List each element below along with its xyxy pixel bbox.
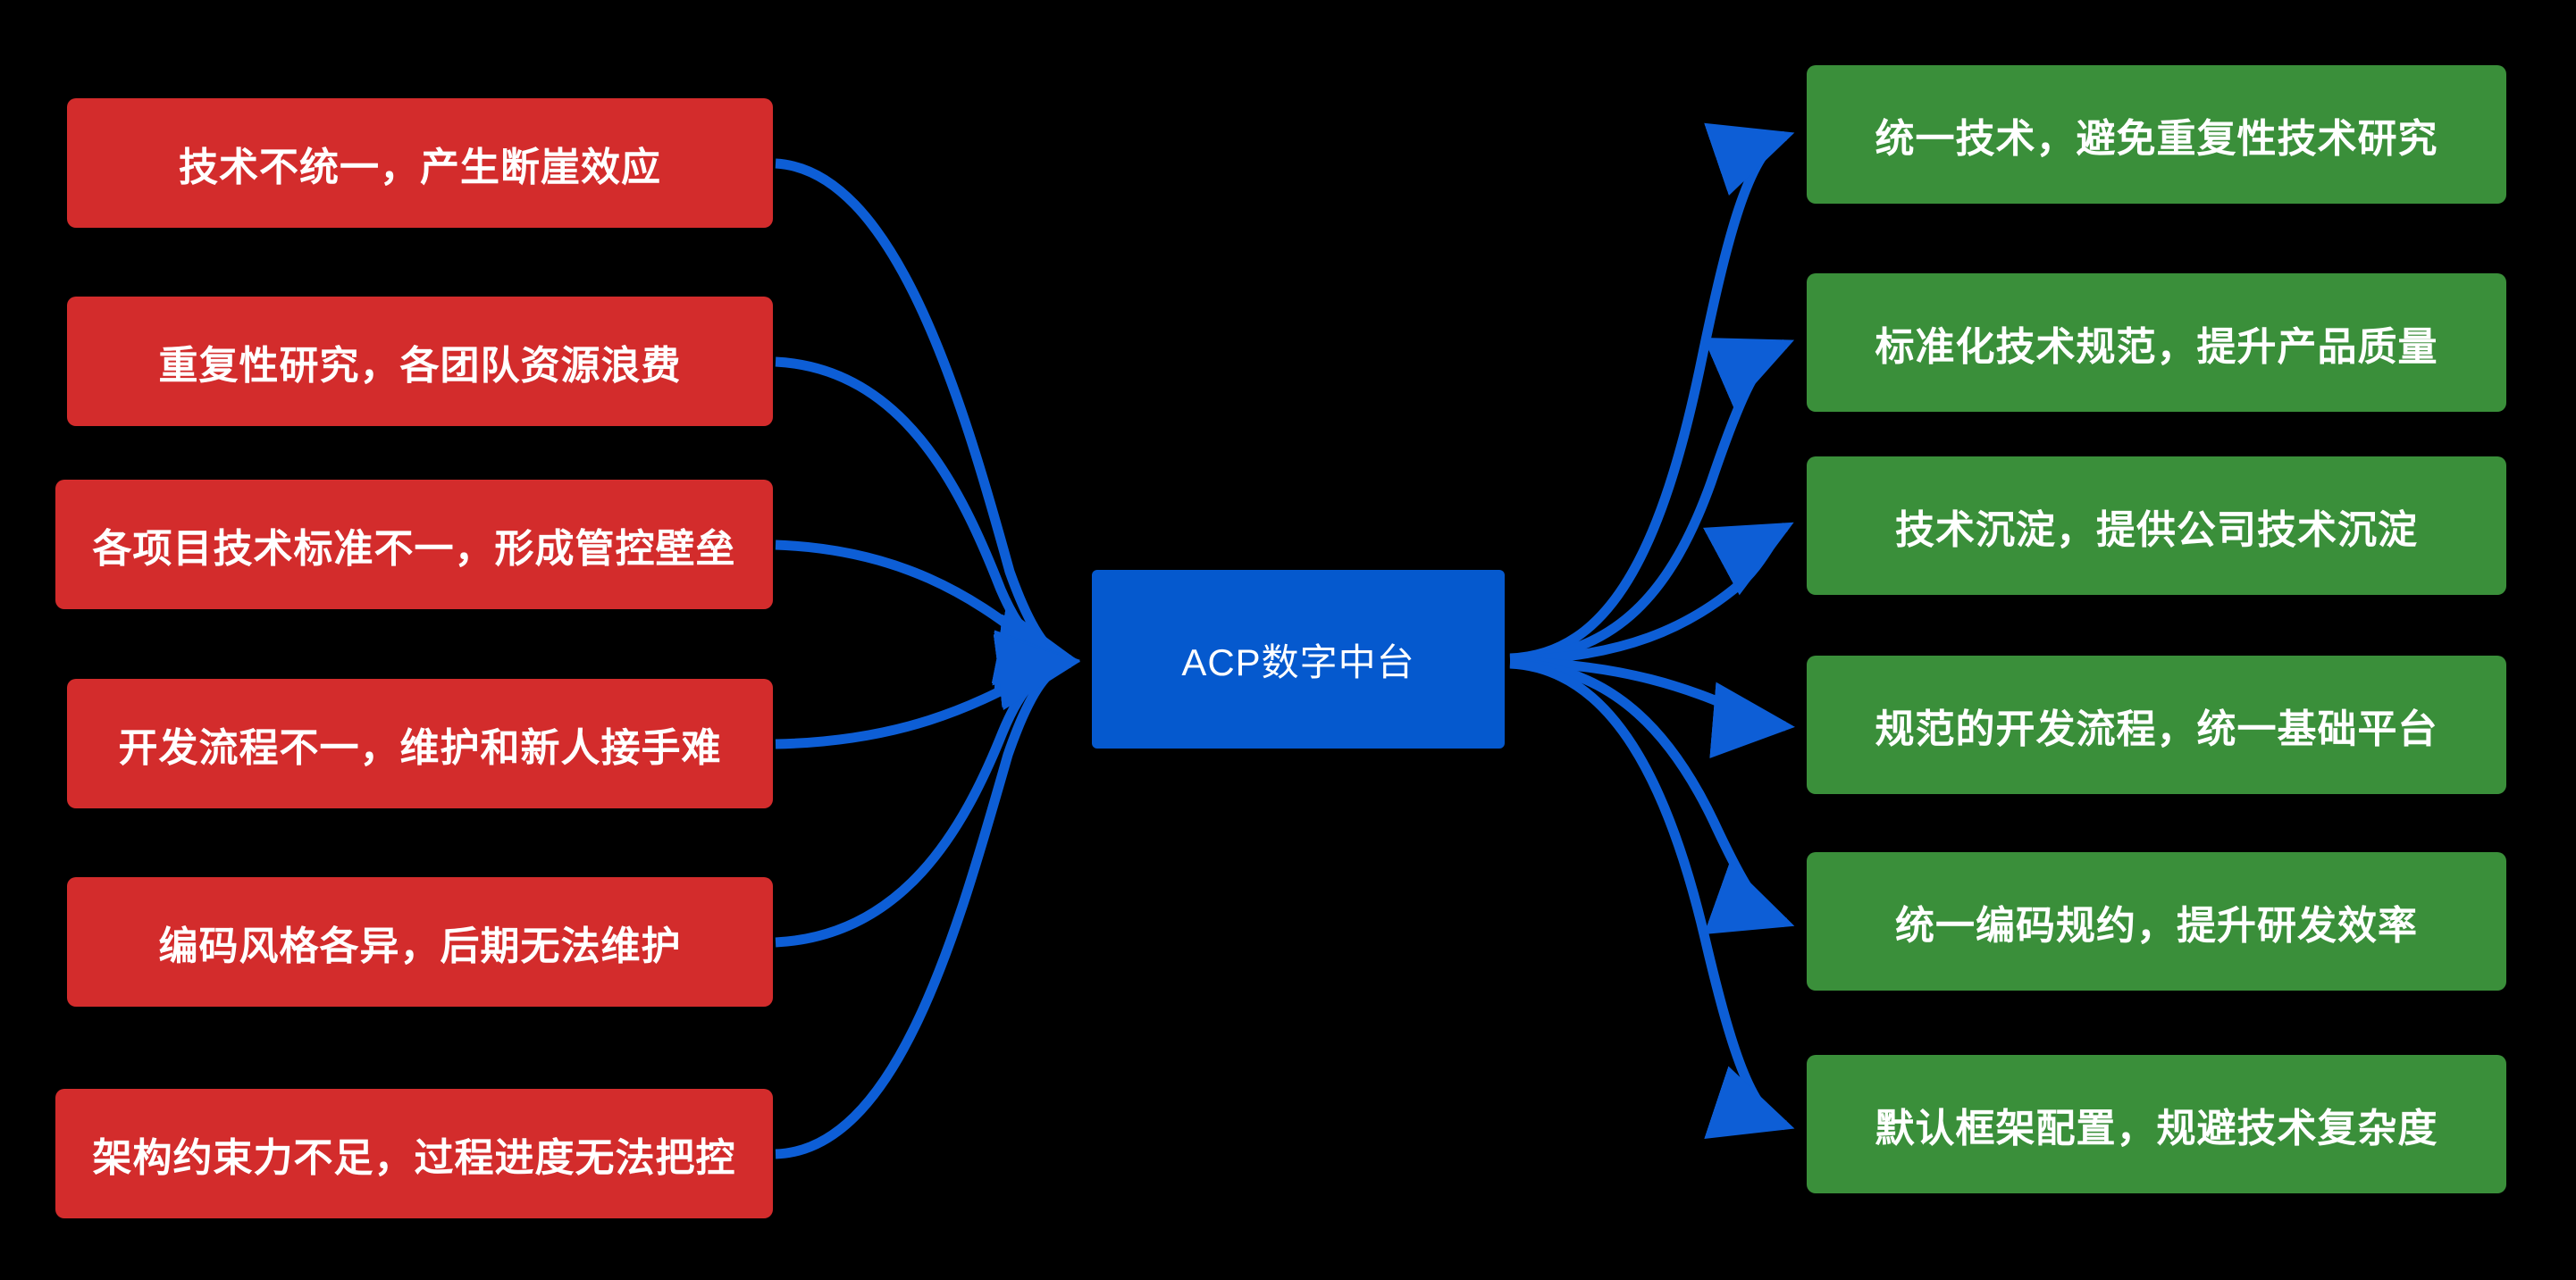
- benefit-node-6[interactable]: 默认框架配置，规避技术复杂度: [1807, 1055, 2506, 1193]
- edge-benefit-2: [1509, 338, 1795, 665]
- edge-problem-6: [775, 634, 1080, 1159]
- problem-node-5[interactable]: 编码风格各异，后期无法维护: [67, 877, 773, 1007]
- edge-benefit-5: [1509, 657, 1795, 934]
- edge-problem-1: [775, 158, 1080, 686]
- problem-node-3[interactable]: 各项目技术标准不一，形成管控壁垒: [55, 480, 773, 609]
- benefit-node-4[interactable]: 规范的开发流程，统一基础平台: [1807, 656, 2506, 794]
- problem-node-2[interactable]: 重复性研究，各团队资源浪费: [67, 297, 773, 426]
- benefit-node-3[interactable]: 技术沉淀，提供公司技术沉淀: [1807, 456, 2506, 595]
- edge-benefit-3: [1509, 522, 1794, 665]
- edge-benefit-6: [1509, 658, 1795, 1139]
- benefit-node-2[interactable]: 标准化技术规范，提升产品质量: [1807, 273, 2506, 412]
- benefit-node-5[interactable]: 统一编码规约，提升研发效率: [1807, 852, 2506, 991]
- benefit-node-1[interactable]: 统一技术，避免重复性技术研究: [1807, 65, 2506, 204]
- edge-benefit-4: [1509, 657, 1795, 758]
- problem-node-6[interactable]: 架构约束力不足，过程进度无法把控: [55, 1089, 773, 1218]
- problem-node-1[interactable]: 技术不统一，产生断崖效应: [67, 98, 773, 228]
- edge-benefit-1: [1509, 122, 1795, 664]
- center-node-acp[interactable]: ACP数字中台: [1092, 570, 1505, 749]
- problem-node-4[interactable]: 开发流程不一，维护和新人接手难: [67, 679, 773, 808]
